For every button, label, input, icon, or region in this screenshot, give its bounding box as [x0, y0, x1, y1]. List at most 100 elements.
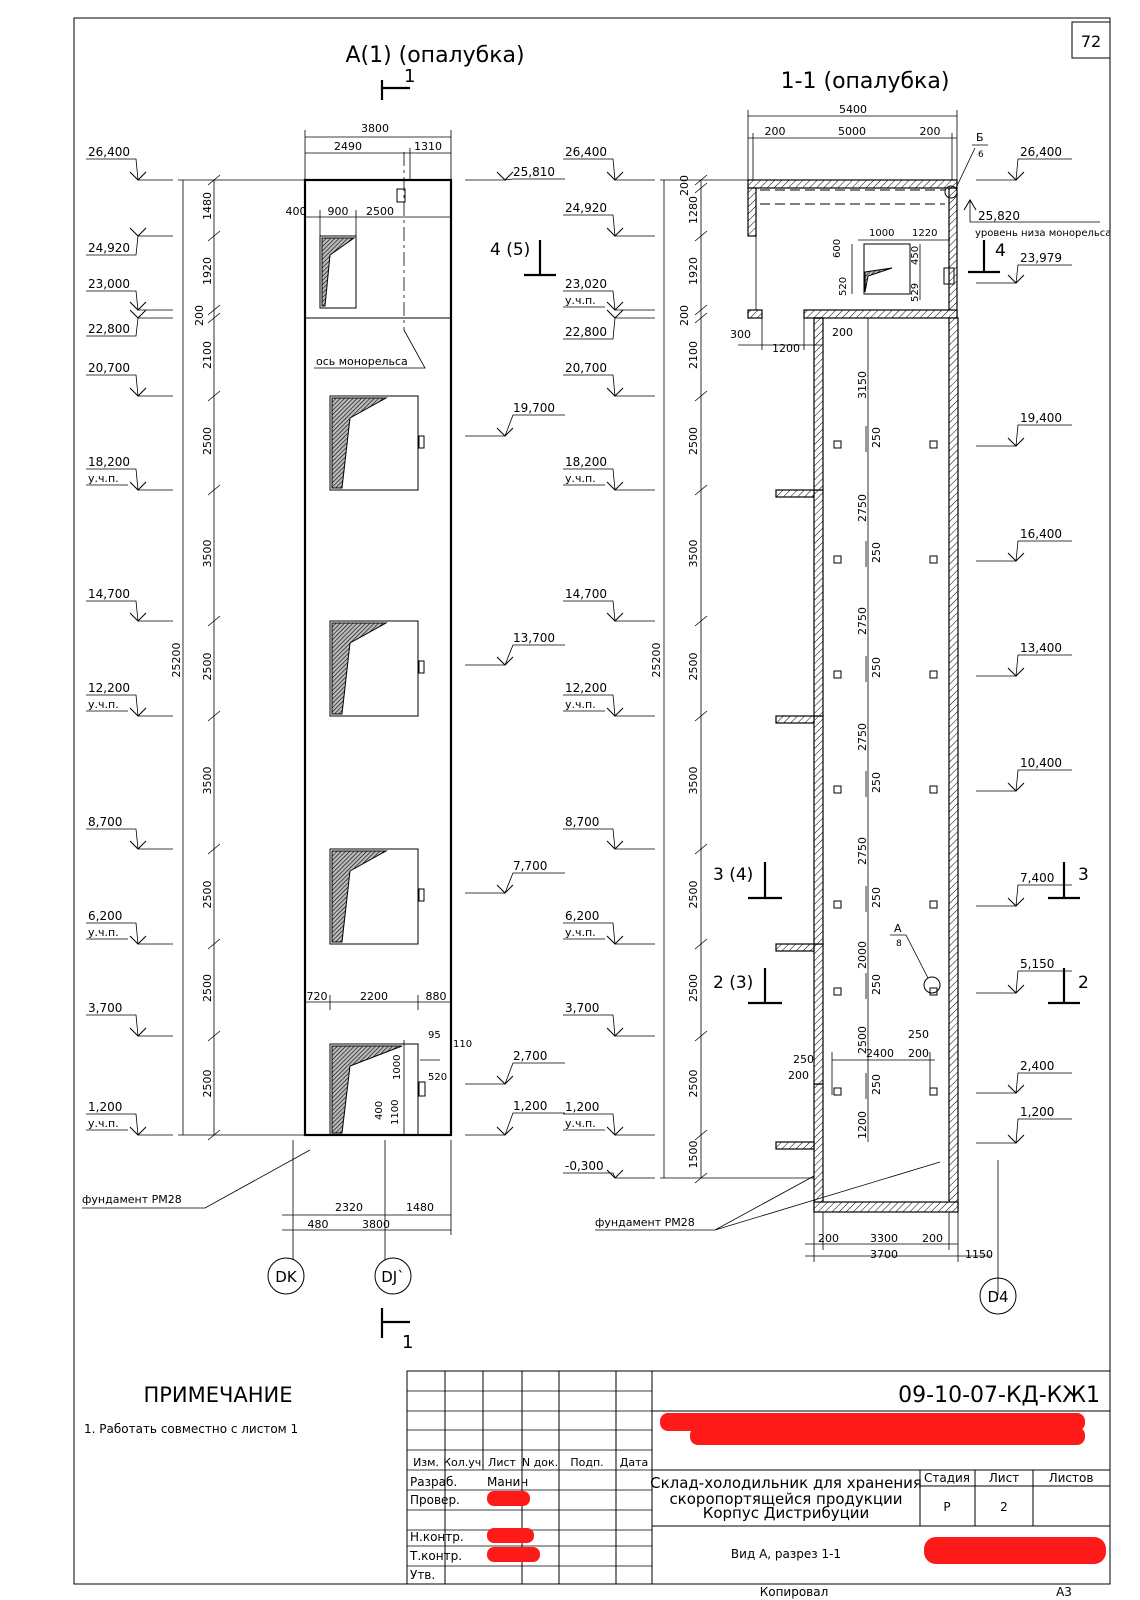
sheet-number-box — [1071, 21, 1111, 59]
dim-720: 720 — [307, 990, 328, 1003]
inner-dim-1: 2750 — [856, 494, 869, 522]
total-height-left: 25200 — [170, 643, 183, 678]
dim-450: 450 — [910, 246, 921, 265]
dim-200b: 200 — [920, 125, 941, 138]
vdim-right-9: 2500 — [687, 881, 700, 909]
elev-right-l-12: -0,300 — [565, 1159, 604, 1173]
vdim-left-6: 2500 — [201, 653, 214, 681]
dim-900: 900 — [328, 205, 349, 218]
dim-600: 600 — [832, 239, 843, 258]
foundation-label-left: фундамент РМ28 — [82, 1193, 182, 1206]
step-250-5: 250 — [870, 974, 883, 995]
dim-200a: 200 — [765, 125, 786, 138]
elev-right-r-6: 7,400 — [1020, 871, 1054, 885]
step-250-0: 250 — [870, 427, 883, 448]
step-250-6: 250 — [870, 1074, 883, 1095]
dim-520: 520 — [428, 1072, 447, 1083]
axis-dj: DJ` — [381, 1268, 404, 1286]
dim-5000: 5000 — [838, 125, 866, 138]
node-a-label: А — [894, 922, 902, 935]
elev-left-3: 22,800 — [88, 322, 130, 336]
dim-529: 529 — [910, 283, 921, 302]
section-ref-4: 4 — [995, 241, 1006, 261]
role-razrab: Разраб. — [410, 1475, 457, 1489]
role-prover: Провер. — [410, 1493, 460, 1507]
dim-1480: 1480 — [406, 1201, 434, 1214]
section-mark-top: 1 — [404, 66, 415, 87]
vdim-left-0: 1480 — [201, 192, 214, 220]
elev-right-r-5: 10,400 — [1020, 756, 1062, 770]
redacted-4 — [487, 1528, 534, 1543]
project-line-2: скоропортящейся продукции — [669, 1490, 902, 1508]
elev-right-r-8: 2,400 — [1020, 1059, 1054, 1073]
left-elevation-marks: 26,40024,92023,00022,80020,70018,200у.ч.… — [86, 145, 173, 1136]
vdim-left-7: 3500 — [201, 767, 214, 795]
dim-480: 480 — [308, 1218, 329, 1231]
redacted-1 — [660, 1413, 1085, 1431]
elev-left-2: 23,000 — [88, 277, 130, 291]
foundation-label-right: фундамент РМ28 — [595, 1216, 695, 1229]
sheet-label: Лист — [989, 1471, 1019, 1485]
tb-header-0: Изм. — [413, 1456, 439, 1469]
role-tkontr: Т.контр. — [409, 1549, 462, 1563]
elev-right-l-8: 8,700 — [565, 815, 599, 829]
elev-left-1: 24,920 — [88, 241, 130, 255]
vdim-right-7: 2500 — [687, 653, 700, 681]
elev-right-l-1: 24,920 — [565, 201, 607, 215]
tb-header-1: Кол.уч. — [443, 1456, 485, 1469]
dim-2500: 2500 — [366, 205, 394, 218]
vdim-right-12: 1500 — [687, 1141, 700, 1169]
vdim-right-11: 2500 — [687, 1070, 700, 1098]
vdim-right-8: 3500 — [687, 767, 700, 795]
elev-right-l-7-uchp: у.ч.п. — [565, 698, 596, 711]
tb-header-2: Лист — [488, 1456, 516, 1469]
elev-left-5-uchp: у.ч.п. — [88, 472, 119, 485]
vdim-left-4: 2500 — [201, 427, 214, 455]
total-height-right: 25200 — [650, 643, 663, 678]
elev-right-l-3: 22,800 — [565, 325, 607, 339]
elev-left-0: 26,400 — [88, 145, 130, 159]
dim-3300: 3300 — [870, 1232, 898, 1245]
note-text: 1. Работать совместно с листом 1 — [84, 1422, 298, 1436]
elev-right-l-4: 20,700 — [565, 361, 607, 375]
step-250-4: 250 — [870, 887, 883, 908]
drawing-name: Вид А, разрез 1-1 — [731, 1547, 841, 1561]
dim-2320: 2320 — [335, 1201, 363, 1214]
dim-250a: 250 — [793, 1053, 814, 1066]
dim-200c: 200 — [788, 1069, 809, 1082]
elev-25820: 25,820 — [978, 209, 1020, 223]
inner-dim-7: 1200 — [856, 1111, 869, 1139]
vdim-left-8: 2500 — [201, 881, 214, 909]
dim-3800: 3800 — [362, 1218, 390, 1231]
elev-left-11-uchp: у.ч.п. — [88, 1117, 119, 1130]
right-left-elevation-marks: 26,40024,92023,020у.ч.п.22,80020,70018,2… — [563, 145, 655, 1179]
elev-left-r-5: 1,200 — [513, 1099, 547, 1113]
elev-right-l-9-uchp: у.ч.п. — [565, 926, 596, 939]
vdim-right-6: 3500 — [687, 540, 700, 568]
copied-label: Копировал — [760, 1585, 829, 1599]
dim-1200: 1200 — [772, 342, 800, 355]
sheet-value: 2 — [1000, 1500, 1008, 1514]
elev-left-r-1: 19,700 — [513, 401, 555, 415]
elev-left-r-3: 7,700 — [513, 859, 547, 873]
stage-value: Р — [943, 1500, 950, 1514]
vdim-right-10: 2500 — [687, 974, 700, 1002]
elev-right-r-3: 16,400 — [1020, 527, 1062, 541]
elev-right-l-5: 18,200 — [565, 455, 607, 469]
inner-dim-5: 2000 — [856, 941, 869, 969]
elev-right-r-7: 5,150 — [1020, 957, 1054, 971]
section-ref-2-3: 2 (3) — [713, 973, 753, 993]
step-250-2: 250 — [870, 657, 883, 678]
vdim-right-0: 200 — [678, 175, 691, 196]
left-view-title: А(1) (опалубка) — [345, 43, 524, 68]
right-view: 1-1 (опалубка) 5400 200 5000 200 Б 6 600… — [595, 69, 1111, 1315]
vdim-right-3: 200 — [678, 305, 691, 326]
elev-right-r-1: 23,979 — [1020, 251, 1062, 265]
monorail-axis-label: ось монорельса — [316, 355, 408, 368]
dim-400: 400 — [374, 1101, 385, 1120]
elev-right-l-10: 3,700 — [565, 1001, 599, 1015]
elev-right-l-7: 12,200 — [565, 681, 607, 695]
elev-right-l-0: 26,400 — [565, 145, 607, 159]
node-a-sheet: 8 — [896, 939, 902, 949]
